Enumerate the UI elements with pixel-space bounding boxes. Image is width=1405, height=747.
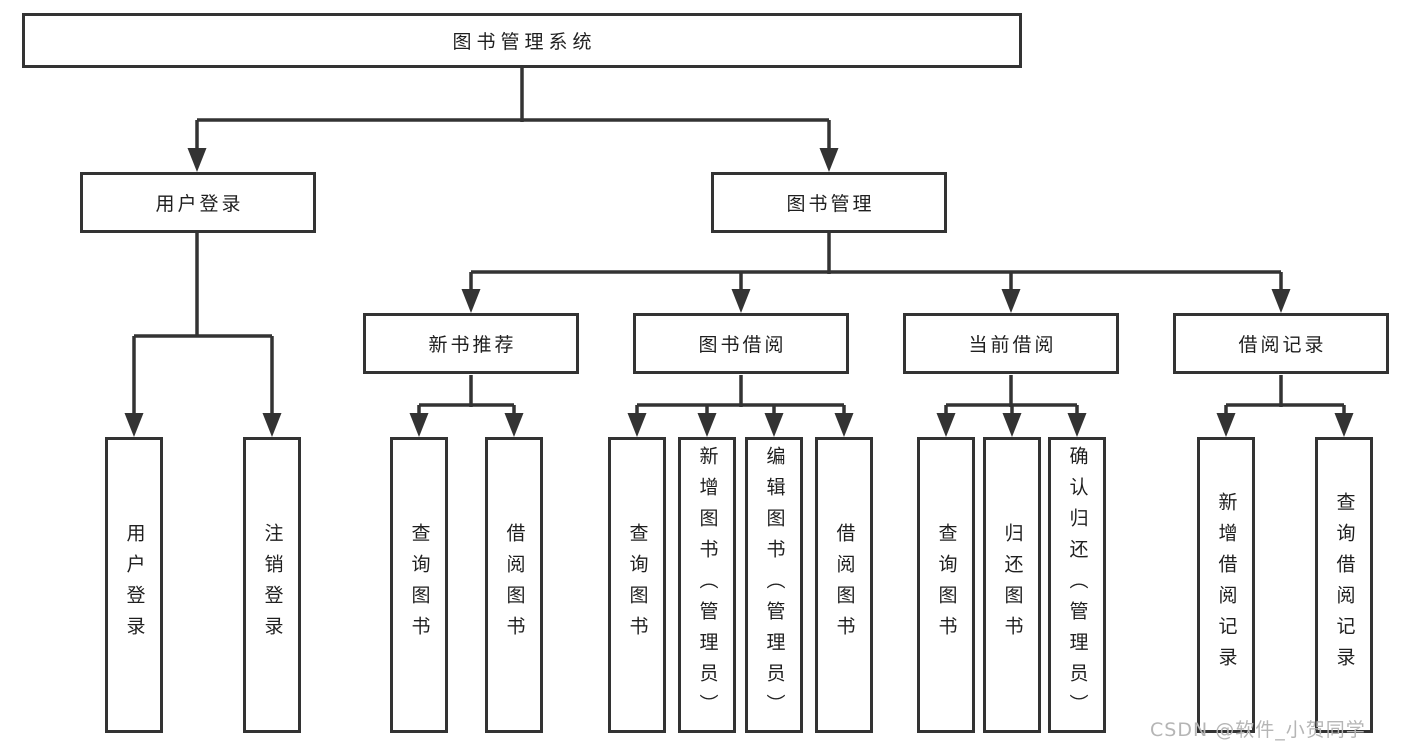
leaf-nbr-query-book: 查询图书 bbox=[390, 437, 448, 733]
node-book-management: 图书管理 bbox=[711, 172, 947, 233]
leaf-bb-query-book-label: 查询图书 bbox=[626, 523, 649, 647]
leaf-bb-edit-book-admin: 编辑图书（管理员） bbox=[745, 437, 803, 733]
leaf-cb-return-book: 归还图书 bbox=[983, 437, 1041, 733]
arrowheads bbox=[124, 148, 1354, 437]
leaf-br-query-record-label: 查询借阅记录 bbox=[1333, 492, 1356, 678]
leaf-bb-borrow-book-label: 借阅图书 bbox=[833, 523, 856, 647]
node-current-borrow: 当前借阅 bbox=[903, 313, 1119, 374]
leaf-logout-label: 注销登录 bbox=[261, 523, 284, 647]
leaf-bb-add-book-admin: 新增图书（管理员） bbox=[678, 437, 736, 733]
leaf-bb-borrow-book: 借阅图书 bbox=[815, 437, 873, 733]
leaf-cb-return-book-label: 归还图书 bbox=[1001, 523, 1024, 647]
leaf-cb-confirm-return-admin: 确认归还（管理员） bbox=[1048, 437, 1106, 733]
leaf-cb-query-book: 查询图书 bbox=[917, 437, 975, 733]
leaf-br-query-record: 查询借阅记录 bbox=[1315, 437, 1373, 733]
leaf-cb-query-book-label: 查询图书 bbox=[935, 523, 958, 647]
leaf-bb-add-book-admin-label: 新增图书（管理员） bbox=[696, 445, 719, 725]
node-book-borrow: 图书借阅 bbox=[633, 313, 849, 374]
leaf-user-login: 用户登录 bbox=[105, 437, 163, 733]
leaf-logout: 注销登录 bbox=[243, 437, 301, 733]
leaf-br-add-record: 新增借阅记录 bbox=[1197, 437, 1255, 733]
leaf-user-login-label: 用户登录 bbox=[123, 523, 146, 647]
watermark: CSDN @软件_小贺同学 bbox=[1150, 719, 1366, 741]
node-new-book-recommend: 新书推荐 bbox=[363, 313, 579, 374]
node-root: 图书管理系统 bbox=[22, 13, 1022, 68]
leaf-nbr-query-book-label: 查询图书 bbox=[408, 523, 431, 647]
leaf-cb-confirm-return-admin-label: 确认归还（管理员） bbox=[1066, 445, 1089, 725]
leaf-br-add-record-label: 新增借阅记录 bbox=[1215, 492, 1238, 678]
leaf-bb-edit-book-admin-label: 编辑图书（管理员） bbox=[763, 445, 786, 725]
leaf-bb-query-book: 查询图书 bbox=[608, 437, 666, 733]
leaf-nbr-borrow-book-label: 借阅图书 bbox=[503, 523, 526, 647]
leaf-nbr-borrow-book: 借阅图书 bbox=[485, 437, 543, 733]
node-borrow-records: 借阅记录 bbox=[1173, 313, 1389, 374]
node-user-login: 用户登录 bbox=[80, 172, 316, 233]
